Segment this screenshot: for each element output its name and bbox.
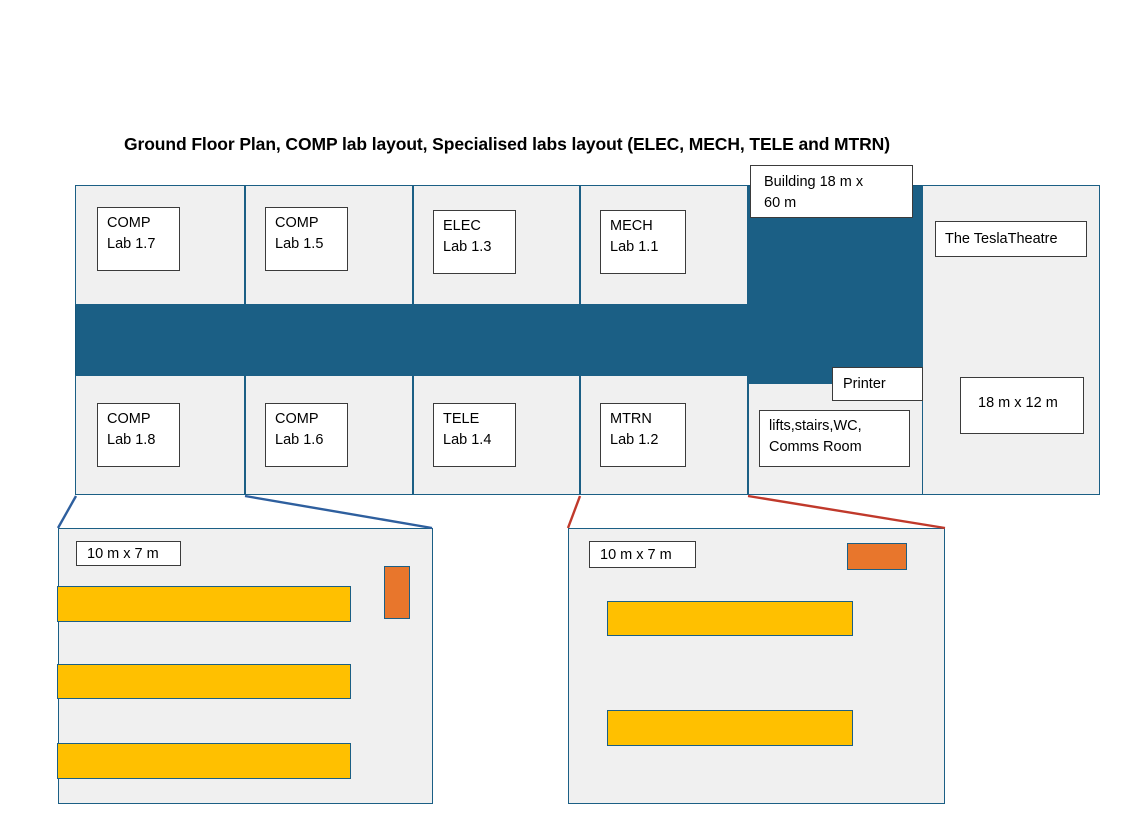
room-label-line2: Lab 1.5 — [275, 236, 324, 253]
note-building-dimensions: Building 18 m x 60 m — [750, 165, 913, 218]
room-label-line2: Lab 1.3 — [443, 239, 492, 256]
room-label-line1: TELE — [443, 411, 480, 427]
room-label-elec-lab-1-3: ELEC Lab 1.3 — [433, 210, 516, 274]
room-label-comp-lab-1-7: COMP Lab 1.7 — [97, 207, 180, 271]
room-label-comp-lab-1-6: COMP Lab 1.6 — [265, 403, 348, 467]
room-label-line2: Lab 1.4 — [443, 432, 492, 449]
ground-floor-plan: COMP Lab 1.7 COMP Lab 1.5 ELEC Lab 1.3 M… — [75, 185, 1100, 495]
services-label-line1: lifts,stairs,WC, — [769, 418, 862, 434]
leader-line-blue-left — [56, 495, 78, 529]
dimension-label-specialised-lab: 10 m x 7 m — [589, 541, 696, 568]
teacher-desk — [847, 543, 907, 570]
room-label-line2: Lab 1.7 — [107, 236, 156, 253]
lab-bench — [57, 586, 351, 622]
room-label-line1: MECH — [610, 218, 653, 234]
detail-panel-comp-lab: 10 m x 7 m — [57, 528, 433, 804]
room-label-tele-lab-1-4: TELE Lab 1.4 — [433, 403, 516, 467]
room-label-line1: COMP — [107, 215, 151, 231]
room-label-line1: ELEC — [443, 218, 481, 234]
room-label-mech-lab-1-1: MECH Lab 1.1 — [600, 210, 686, 274]
room-label-theatre-dimension: 18 m x 12 m — [960, 377, 1084, 434]
printer-label: Printer — [843, 376, 886, 392]
teacher-desk — [384, 566, 410, 619]
leader-line-blue-right — [244, 494, 433, 530]
room-label-line2: Lab 1.6 — [275, 432, 324, 449]
note-printer: Printer — [832, 367, 923, 401]
lab-bench — [57, 664, 351, 699]
services-label-line2: Comms Room — [769, 439, 862, 456]
building-note-line2: 60 m — [764, 195, 797, 212]
lab-bench — [57, 743, 351, 779]
room-label-line2: Lab 1.1 — [610, 239, 659, 256]
room-label-comp-lab-1-8: COMP Lab 1.8 — [97, 403, 180, 467]
leader-line-red-left — [566, 495, 582, 529]
room-label-line1: COMP — [275, 411, 319, 427]
lab-bench — [607, 710, 853, 746]
room-label-line2: Lab 1.8 — [107, 432, 156, 449]
room-label-line1: COMP — [107, 411, 151, 427]
room-label-mtrn-lab-1-2: MTRN Lab 1.2 — [600, 403, 686, 467]
room-label-line1: MTRN — [610, 411, 652, 427]
room-label-services: lifts,stairs,WC, Comms Room — [759, 410, 910, 467]
room-label-line2: Lab 1.2 — [610, 432, 659, 449]
room-label-comp-lab-1-5: COMP Lab 1.5 — [265, 207, 348, 271]
room-label-tesla-theatre: The TeslaTheatre — [935, 221, 1087, 257]
page-title: Ground Floor Plan, COMP lab layout, Spec… — [124, 134, 890, 154]
leader-line-red-right — [747, 494, 946, 530]
room-label-line1: COMP — [275, 215, 319, 231]
building-note-line1: Building 18 m x — [764, 174, 864, 190]
dimension-text: 10 m x 7 m — [87, 545, 159, 562]
lab-bench — [607, 601, 853, 636]
theatre-name: The TeslaTheatre — [945, 231, 1058, 247]
detail-panel-specialised-lab: 10 m x 7 m — [568, 528, 945, 804]
dimension-text: 10 m x 7 m — [600, 546, 672, 563]
dimension-label-comp-lab: 10 m x 7 m — [76, 541, 181, 566]
theatre-dimension: 18 m x 12 m — [978, 395, 1058, 411]
